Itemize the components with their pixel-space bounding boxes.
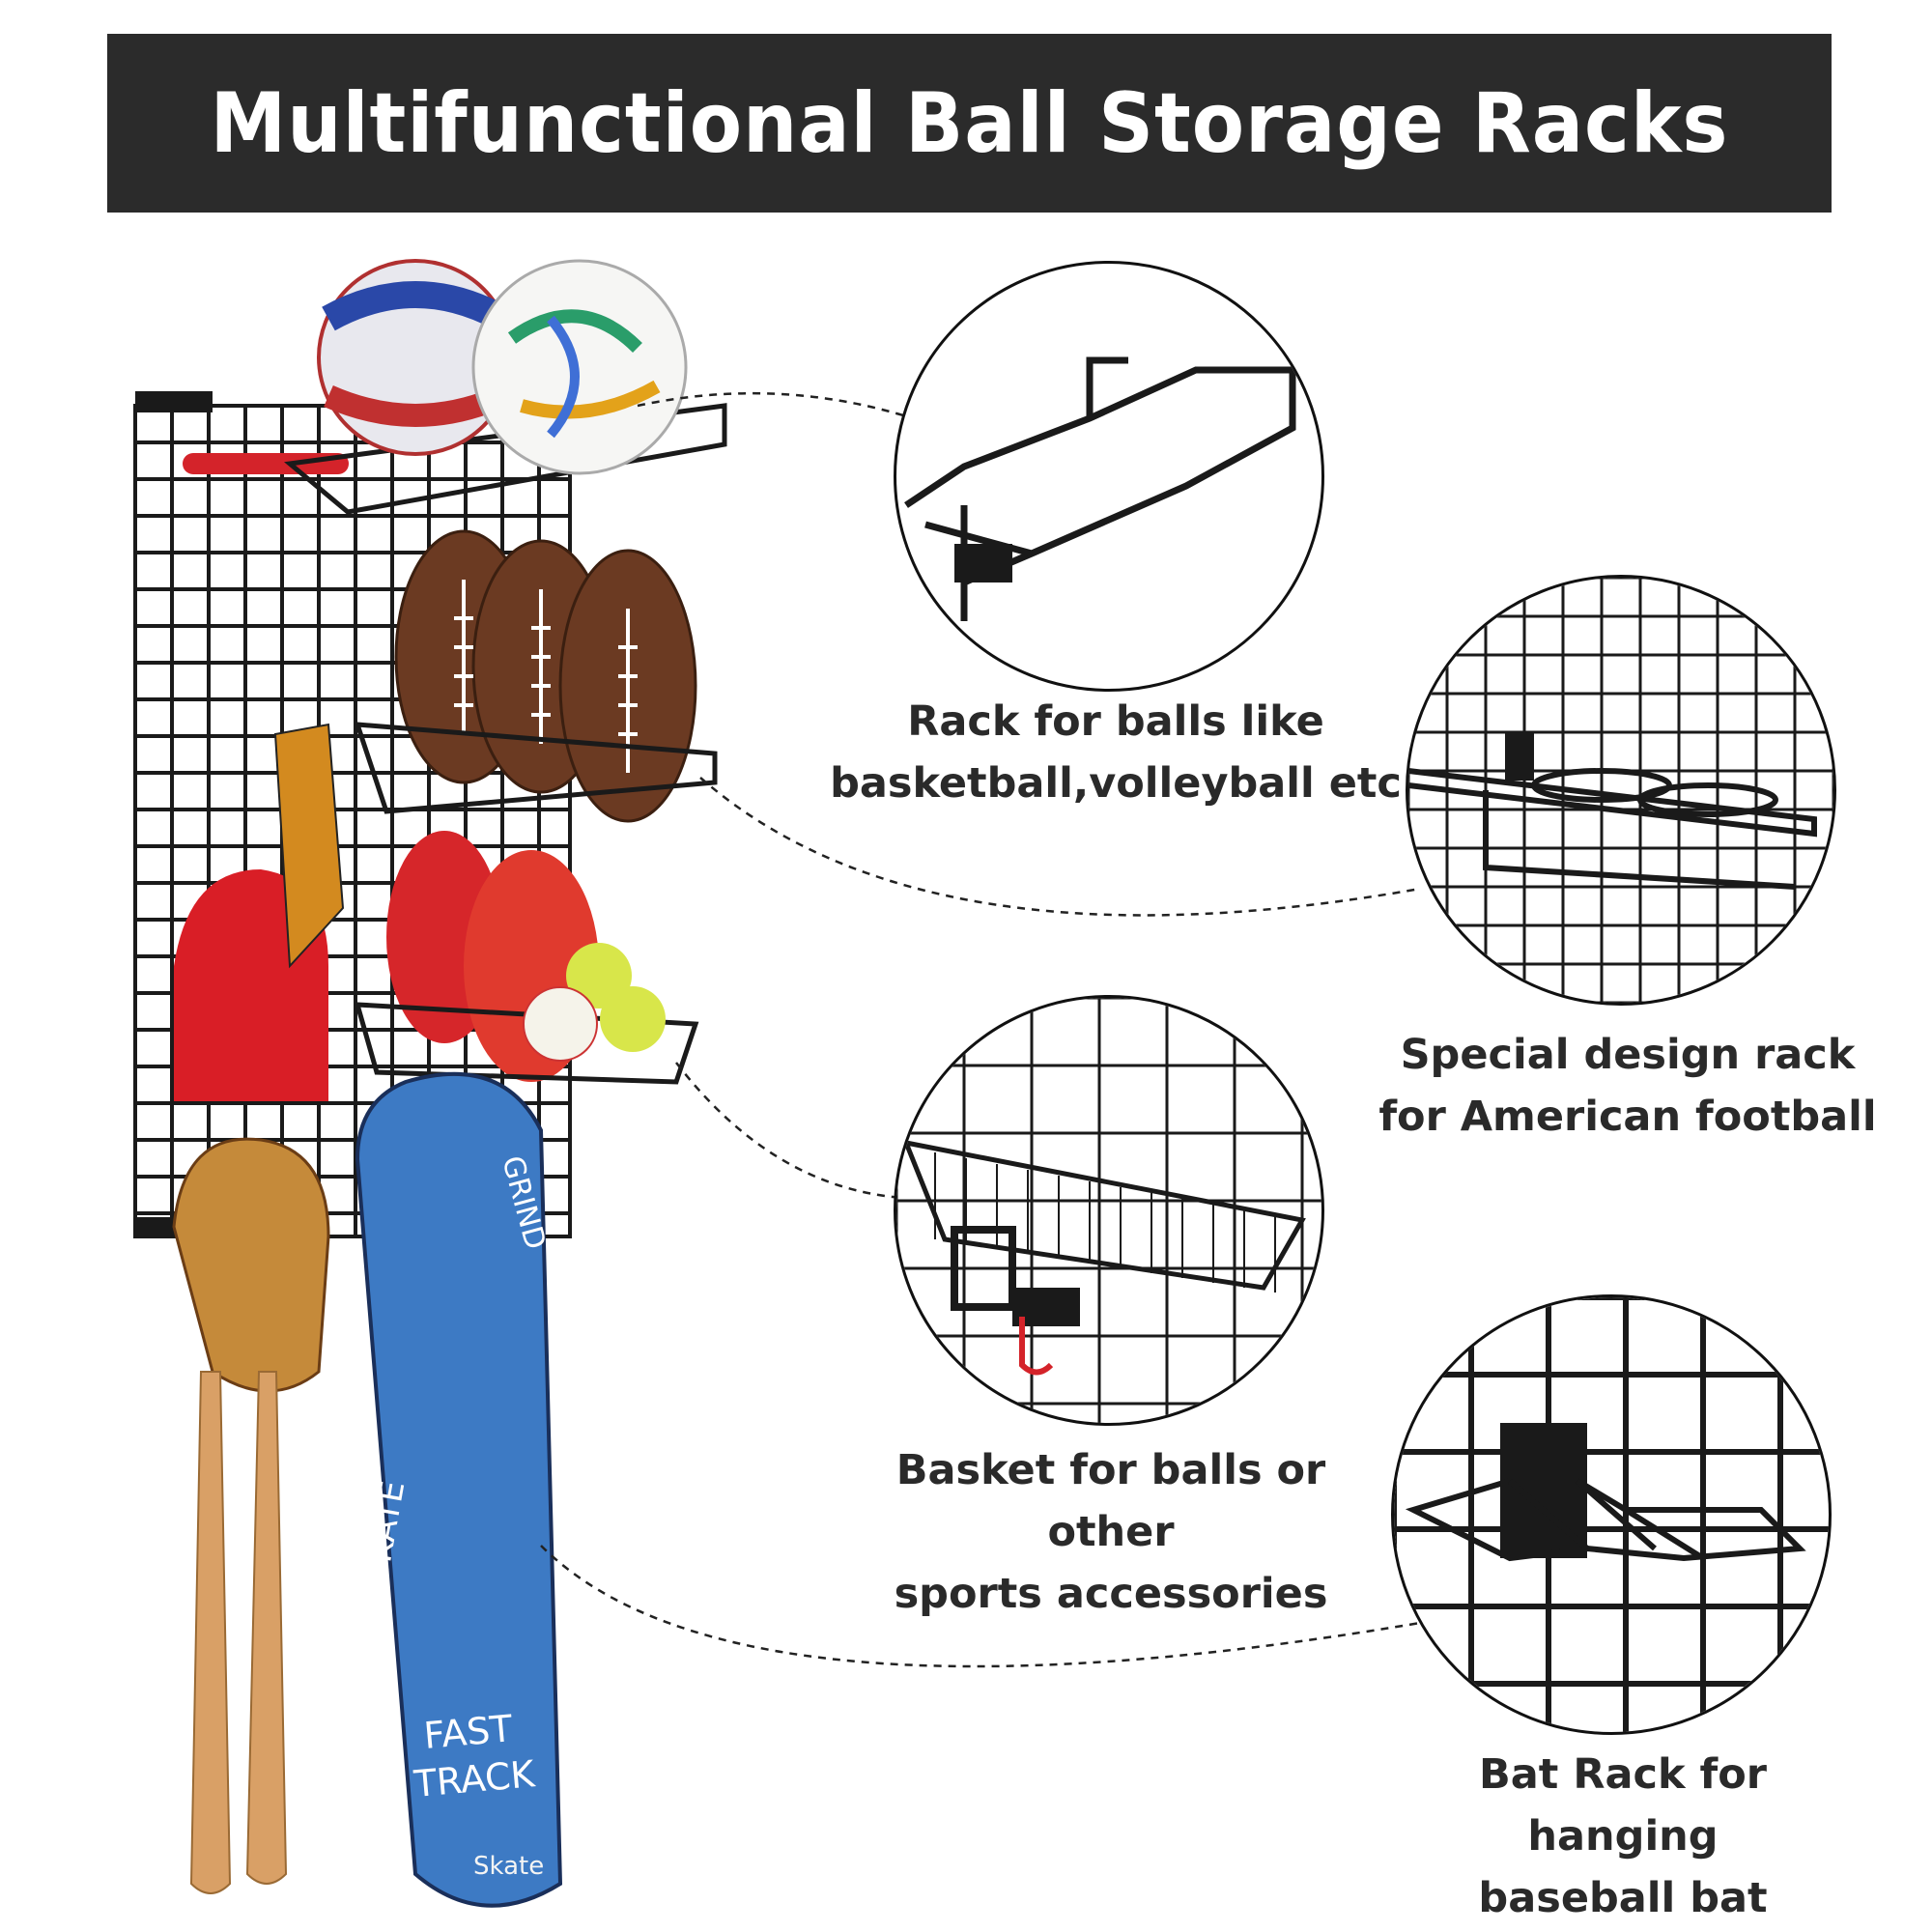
caption-ball-rack: Rack for balls like basketball,volleybal… — [826, 691, 1406, 814]
ball-rack-detail — [904, 356, 1296, 621]
caption-football-rack-line-2: for American football — [1378, 1093, 1877, 1141]
caption-basket-line-2: sports accessories — [894, 1570, 1328, 1618]
bandana — [273, 723, 345, 969]
product-illustration: GRIND SKATE FAST TRACK Skate — [133, 259, 727, 1908]
baseball-glove — [172, 1137, 330, 1393]
caption-basket: Basket for balls or other sports accesso… — [831, 1439, 1391, 1625]
caption-ball-rack-line-2: basketball,volleyball etc — [830, 759, 1402, 808]
caption-football-rack: Special design rack for American footbal… — [1367, 1024, 1889, 1148]
title-banner: Multifunctional Ball Storage Racks — [107, 34, 1832, 213]
zoom-ball-rack — [894, 261, 1324, 692]
caption-basket-line-1: Basket for balls or other — [895, 1446, 1326, 1556]
accessory-basket — [354, 943, 699, 1085]
caption-ball-rack-line-1: Rack for balls like — [907, 697, 1324, 746]
mount-bracket — [135, 391, 213, 412]
caption-football-rack-line-1: Special design rack — [1400, 1031, 1856, 1079]
caption-bat-rack: Bat Rack for hanging baseball bat — [1391, 1744, 1855, 1929]
caption-bat-rack-line-1: Bat Rack for hanging — [1479, 1750, 1767, 1861]
basket-detail — [896, 998, 1321, 1423]
bat-rack-detail — [1394, 1297, 1829, 1732]
basketball-volleyball-group — [317, 259, 688, 475]
zoom-basket — [894, 995, 1324, 1426]
skateboard-text-fast: FAST — [422, 1707, 515, 1757]
zoom-bat-rack — [1391, 1294, 1832, 1735]
american-footballs — [394, 529, 697, 823]
skateboard: GRIND SKATE FAST TRACK Skate — [355, 1071, 563, 1908]
page-title: Multifunctional Ball Storage Racks — [210, 74, 1729, 172]
caption-bat-rack-line-2: baseball bat — [1478, 1874, 1768, 1922]
baseball-bats — [189, 1371, 288, 1894]
zoom-football-rack — [1406, 575, 1836, 1006]
skateboard-text-skate-bottom: Skate — [473, 1852, 544, 1881]
football-rack-detail — [1408, 578, 1833, 1003]
